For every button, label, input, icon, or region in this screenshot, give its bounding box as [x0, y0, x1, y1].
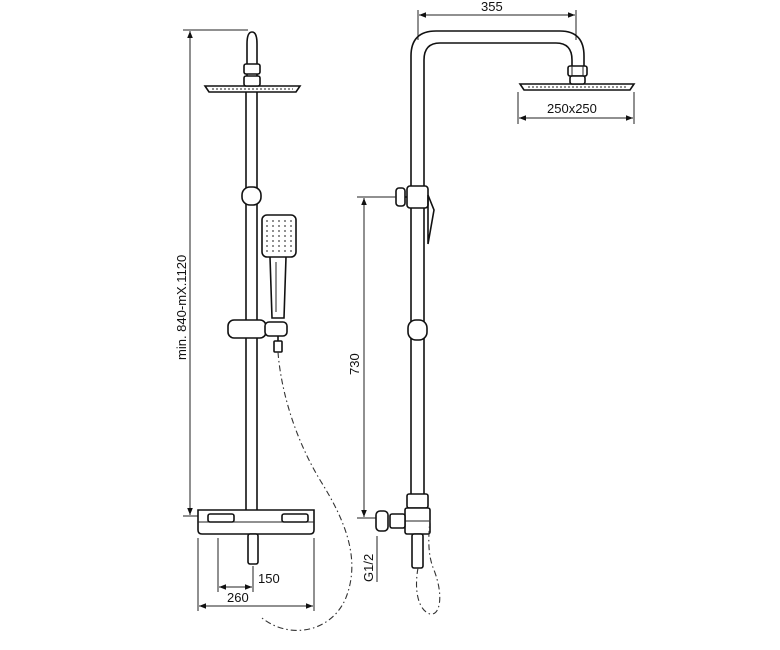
inlet-thread-label: G1/2 — [361, 554, 376, 582]
head-size-dimension: 250x250 — [517, 92, 635, 124]
outlet-spacing-label: 150 — [258, 571, 280, 586]
hand-shower-nozzles — [266, 220, 292, 252]
riser-pipe — [241, 92, 262, 510]
side-view: 355 250x250 — [347, 0, 636, 615]
front-view: min. 840-mX.1120 — [174, 29, 353, 631]
side-shower-hose — [415, 519, 441, 615]
hand-shower — [261, 214, 297, 319]
mixer-width-dimension: 260 — [197, 538, 315, 611]
top-width-dimension: 355 — [417, 0, 577, 40]
side-mixer-body — [375, 507, 431, 569]
outlet-spacing-dimension: 150 — [217, 538, 280, 592]
mixer-width-label: 260 — [227, 590, 249, 605]
head-size-label: 250x250 — [547, 101, 597, 116]
side-riser-pipe — [406, 30, 588, 509]
height-dimension: min. 840-mX.1120 — [174, 29, 248, 517]
height-range-label: min. 840-mX.1120 — [174, 255, 189, 360]
side-rain-shower-head — [518, 75, 636, 91]
inlet-thread-dimension: G1/2 — [361, 536, 378, 582]
side-slide-holder — [395, 185, 435, 245]
riser-height-label: 730 — [347, 353, 362, 375]
riser-top-arm — [243, 31, 261, 80]
rain-shower-head — [203, 75, 302, 93]
mixer-bar — [197, 509, 315, 565]
riser-height-dimension: 730 — [347, 196, 396, 519]
top-width-label: 355 — [481, 0, 503, 14]
shower-hose — [261, 351, 353, 631]
